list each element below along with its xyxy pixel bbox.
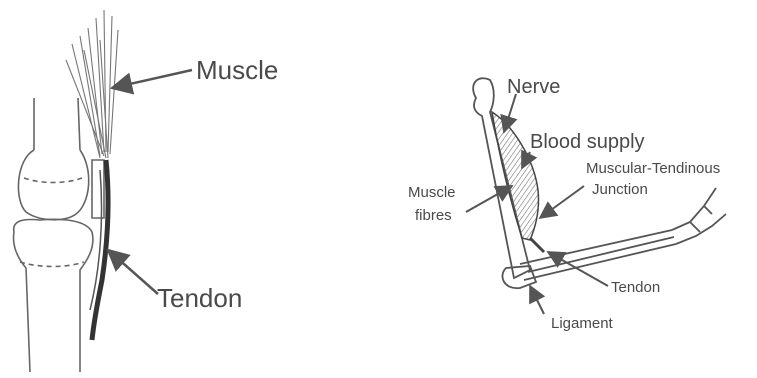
femur-bone <box>34 98 80 150</box>
mtj-arrow <box>540 186 584 218</box>
fibres-label-line1: Muscle <box>408 184 456 201</box>
muscle-arrow <box>112 70 192 88</box>
knee-joint-drawing <box>14 98 105 372</box>
muscle-fibres-left <box>66 10 118 158</box>
mtj-label-line2: Junction <box>592 181 648 198</box>
tibia-bone <box>14 219 93 372</box>
fibres-label-line2: fibres <box>415 207 452 224</box>
tendon-left-label: Tendon <box>157 284 242 314</box>
elbow-joint <box>502 266 536 288</box>
ligament-label: Ligament <box>551 315 613 332</box>
nerve-label: Nerve <box>507 76 560 99</box>
hand-bones <box>672 188 726 244</box>
blood-supply-label: Blood supply <box>530 131 645 154</box>
forearm-bones <box>520 230 676 280</box>
ligament-arrow <box>530 286 544 314</box>
fibres-arrow <box>466 186 512 212</box>
nerve-arrow <box>504 94 516 132</box>
tendon-left-arrow <box>108 250 158 294</box>
tendon-right-arrow <box>548 252 608 286</box>
muscle-label: Muscle <box>196 56 278 86</box>
tendon-right-label: Tendon <box>611 279 660 296</box>
mtj-label-line1: Muscular-Tendinous <box>586 160 720 177</box>
